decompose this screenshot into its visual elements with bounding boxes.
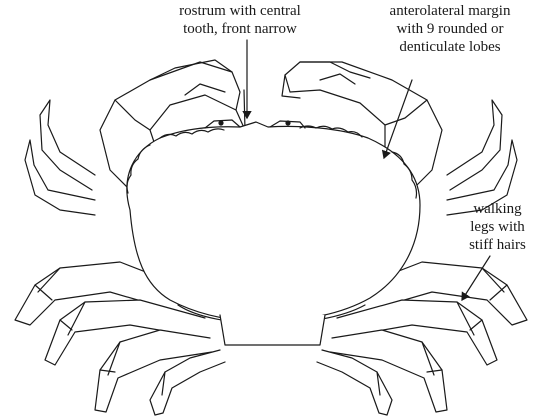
- anterolateral-label-line-1: anterolateral margin: [355, 2, 542, 20]
- walking-legs-label-line-2: legs with: [455, 218, 540, 236]
- walking-legs-label-line-3: stiff hairs: [455, 236, 540, 254]
- walking-legs-label-line-1: walking: [455, 200, 540, 218]
- rostrum-label: rostrum with central tooth, front narrow: [140, 2, 340, 38]
- walking-legs-label: walking legs with stiff hairs: [455, 200, 540, 254]
- anterolateral-label-line-2: with 9 rounded or: [355, 20, 542, 38]
- anterolateral-label-line-3: denticulate lobes: [355, 38, 542, 56]
- rostrum-label-line-2: tooth, front narrow: [140, 20, 340, 38]
- rostrum-label-line-1: rostrum with central: [140, 2, 340, 20]
- anterolateral-label: anterolateral margin with 9 rounded or d…: [355, 2, 542, 56]
